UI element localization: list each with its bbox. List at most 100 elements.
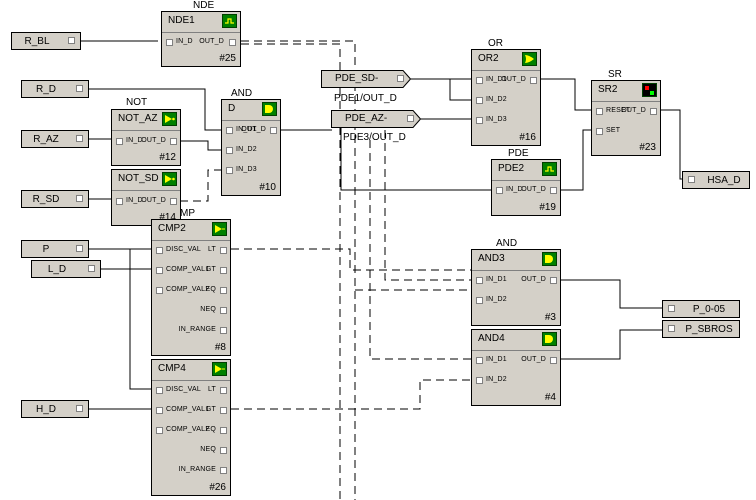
connector-box — [156, 247, 163, 254]
port-label: NEQ — [200, 446, 216, 453]
port-label: GT — [205, 406, 216, 413]
type-label-not: NOT — [126, 97, 148, 108]
input-r-az[interactable]: R_AZ — [21, 130, 89, 148]
not-gate-icon — [162, 172, 177, 186]
connector-box — [220, 407, 227, 414]
and-gate-icon — [542, 332, 557, 346]
port-label: IN_D2 — [486, 296, 507, 303]
input-r-bl[interactable]: R_BL — [11, 32, 81, 50]
port-label: IN_D — [506, 186, 523, 193]
block-not-sd[interactable]: NOT_SD IN_D OUT_D #14 — [111, 169, 181, 226]
connector-box — [476, 357, 483, 364]
connector-box — [220, 467, 227, 474]
port-label: OUT_D — [199, 38, 224, 45]
connector-box — [650, 108, 657, 115]
connector-box — [76, 135, 83, 142]
output-p-sbros[interactable]: P_SBROS — [662, 320, 740, 338]
block-nde1[interactable]: NDE1 IN_D OUT_D #25 — [161, 11, 241, 67]
port-label: COMP_VAL1 — [166, 266, 210, 273]
port-label: NEQ — [200, 306, 216, 313]
connector-box — [270, 127, 277, 134]
input-label: R_D — [35, 84, 56, 95]
block-number: #10 — [259, 182, 276, 193]
block-header: AND3 — [472, 250, 560, 271]
connector-box — [476, 297, 483, 304]
block-and4[interactable]: AND4 IN_D1 OUT_D IN_D2 #4 — [471, 329, 561, 406]
block-name: NDE1 — [168, 15, 195, 26]
and-gate-icon — [542, 252, 557, 266]
input-pde-sd[interactable]: PDE_SD- — [321, 70, 411, 88]
type-label-sr: SR — [608, 69, 622, 80]
wire-v-and4b — [369, 140, 476, 360]
connector-box — [220, 447, 227, 454]
port-label: OUT_D — [501, 76, 526, 83]
block-header: NDE1 — [162, 12, 240, 33]
port-label: GT — [205, 266, 216, 273]
type-label-or: OR — [488, 38, 503, 49]
connector-box — [156, 387, 163, 394]
connector-box — [397, 75, 404, 82]
block-and3[interactable]: AND3 IN_D1 OUT_D IN_D2 #3 — [471, 249, 561, 326]
wire-notsd-d — [180, 169, 226, 202]
block-sr2[interactable]: SR2 RESET OUT_D SET #23 — [591, 80, 661, 156]
input-label: H_D — [35, 404, 56, 415]
connector-box — [229, 39, 236, 46]
block-number: #3 — [544, 312, 556, 323]
connector-box — [156, 287, 163, 294]
input-pde-az[interactable]: PDE_AZ- — [331, 110, 421, 128]
connector-box — [496, 187, 503, 194]
port-label: IN_RANGE — [178, 466, 216, 473]
connector-box — [76, 405, 83, 412]
block-or2[interactable]: OR2 IN_D1 OUT_D IN_D2 IN_D3 #16 — [471, 49, 541, 146]
block-number: #25 — [219, 53, 236, 64]
type-label-nde: NDE — [193, 0, 215, 11]
block-cmp4[interactable]: CMP4 DISC_VAL LT COMP_VAL1 GT COMP_VAL2 … — [151, 359, 231, 496]
connector-box — [88, 265, 95, 272]
port-label: OUT_D — [521, 356, 546, 363]
input-label: R_SD — [32, 194, 60, 205]
input-r-sd[interactable]: R_SD — [21, 190, 89, 208]
output-hsa-d[interactable]: HSA_D — [682, 171, 750, 189]
compare-icon — [212, 362, 227, 376]
output-label: HSA_D — [707, 175, 741, 186]
output-label: P_SBROS — [685, 324, 733, 335]
input-l-d[interactable]: L_D — [31, 260, 101, 278]
block-cmp2[interactable]: CMP2 DISC_VAL LT COMP_VAL1 GT COMP_VAL2 … — [151, 219, 231, 356]
wire-label-pde1: PDE1/OUT_D — [334, 93, 397, 104]
block-header: AND4 — [472, 330, 560, 351]
input-label: P — [42, 244, 50, 255]
block-pde2[interactable]: PDE2 IN_D OUT_D #19 — [491, 159, 561, 216]
block-d[interactable]: D IN_D1 OUT_D IN_D2 IN_D3 #10 — [221, 99, 281, 196]
port-label: RESET — [606, 107, 631, 114]
block-number: #12 — [159, 152, 176, 163]
wire-label-pde3: PDE3/OUT_D — [343, 132, 406, 143]
connector-box — [220, 247, 227, 254]
input-h-d[interactable]: H_D — [21, 400, 89, 418]
input-p[interactable]: P — [21, 240, 89, 258]
connector-box — [116, 198, 123, 205]
pulse-icon — [542, 162, 557, 176]
connector-box — [220, 387, 227, 394]
connector-box — [226, 127, 233, 134]
output-p-0-05[interactable]: P_0-05 — [662, 300, 740, 318]
connector-box — [668, 305, 675, 312]
block-header: CMP4 — [152, 360, 230, 381]
type-label-and: AND — [231, 88, 253, 99]
connector-box — [76, 245, 83, 252]
wire-and3-p005 — [561, 279, 662, 309]
port-label: OUT_D — [521, 276, 546, 283]
connector-box — [220, 307, 227, 314]
block-not-az[interactable]: NOT_AZ IN_D OUT_D #12 — [111, 109, 181, 166]
input-r-d[interactable]: R_D — [21, 80, 89, 98]
block-name: D — [228, 103, 236, 114]
or-gate-icon — [522, 52, 537, 66]
block-name: PDE2 — [498, 163, 525, 174]
connector-box — [668, 325, 675, 332]
block-header: OR2 — [472, 50, 540, 71]
and-gate-icon — [262, 102, 277, 116]
connector-box — [530, 77, 537, 84]
wire-pde2-sr2 — [561, 129, 596, 191]
port-label: OUT_D — [141, 137, 166, 144]
block-name: CMP2 — [158, 223, 186, 234]
block-number: #23 — [639, 142, 656, 153]
